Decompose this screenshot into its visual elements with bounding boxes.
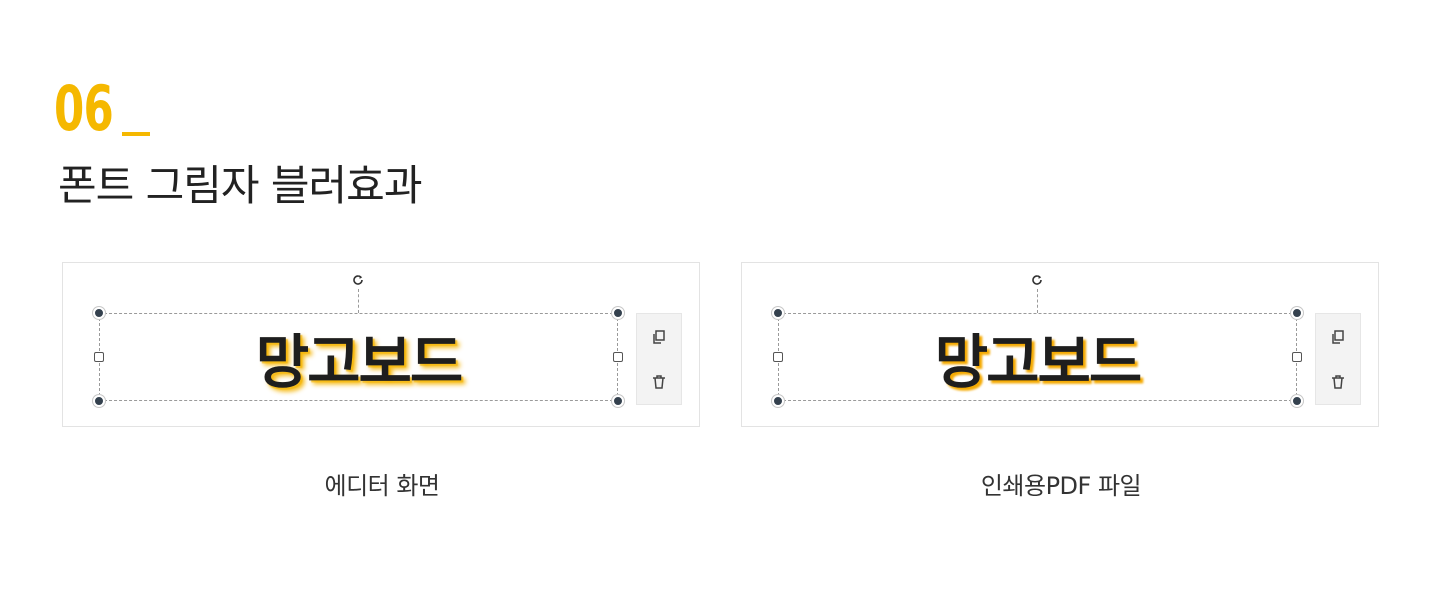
resize-handle-bottom-right[interactable] [1291,395,1303,407]
resize-handle-right[interactable] [613,352,623,362]
resize-handle-top-left[interactable] [93,307,105,319]
resize-handle-bottom-right[interactable] [612,395,624,407]
resize-handle-right[interactable] [1292,352,1302,362]
editor-preview-panel: 망고보드 [62,262,700,427]
copy-icon[interactable] [644,322,674,352]
print-pdf-caption: 인쇄용PDF 파일 [980,472,1142,500]
logo-text[interactable]: 망고보드 [934,328,1142,396]
object-toolbar [636,313,682,405]
resize-handle-bottom-left[interactable] [772,395,784,407]
copy-icon[interactable] [1323,322,1353,352]
trash-icon[interactable] [1323,367,1353,397]
resize-handle-top-right[interactable] [612,307,624,319]
resize-handle-left[interactable] [773,352,783,362]
logo-text[interactable]: 망고보드 [255,328,463,396]
resize-handle-bottom-left[interactable] [93,395,105,407]
resize-handle-top-left[interactable] [772,307,784,319]
rotate-stem [358,289,359,313]
print-pdf-preview-panel: 망고보드 [741,262,1379,427]
rotate-icon[interactable] [349,271,367,289]
section-title: 폰트 그림자 블러효과 [58,161,422,210]
section-number: 06 [54,78,150,140]
trash-icon[interactable] [644,367,674,397]
section-number-underscore [122,132,150,136]
resize-handle-left[interactable] [94,352,104,362]
rotate-icon[interactable] [1028,271,1046,289]
editor-caption: 에디터 화면 [324,472,440,500]
resize-handle-top-right[interactable] [1291,307,1303,319]
object-toolbar [1315,313,1361,405]
rotate-stem [1037,289,1038,313]
section-number-text: 06 [54,72,114,145]
